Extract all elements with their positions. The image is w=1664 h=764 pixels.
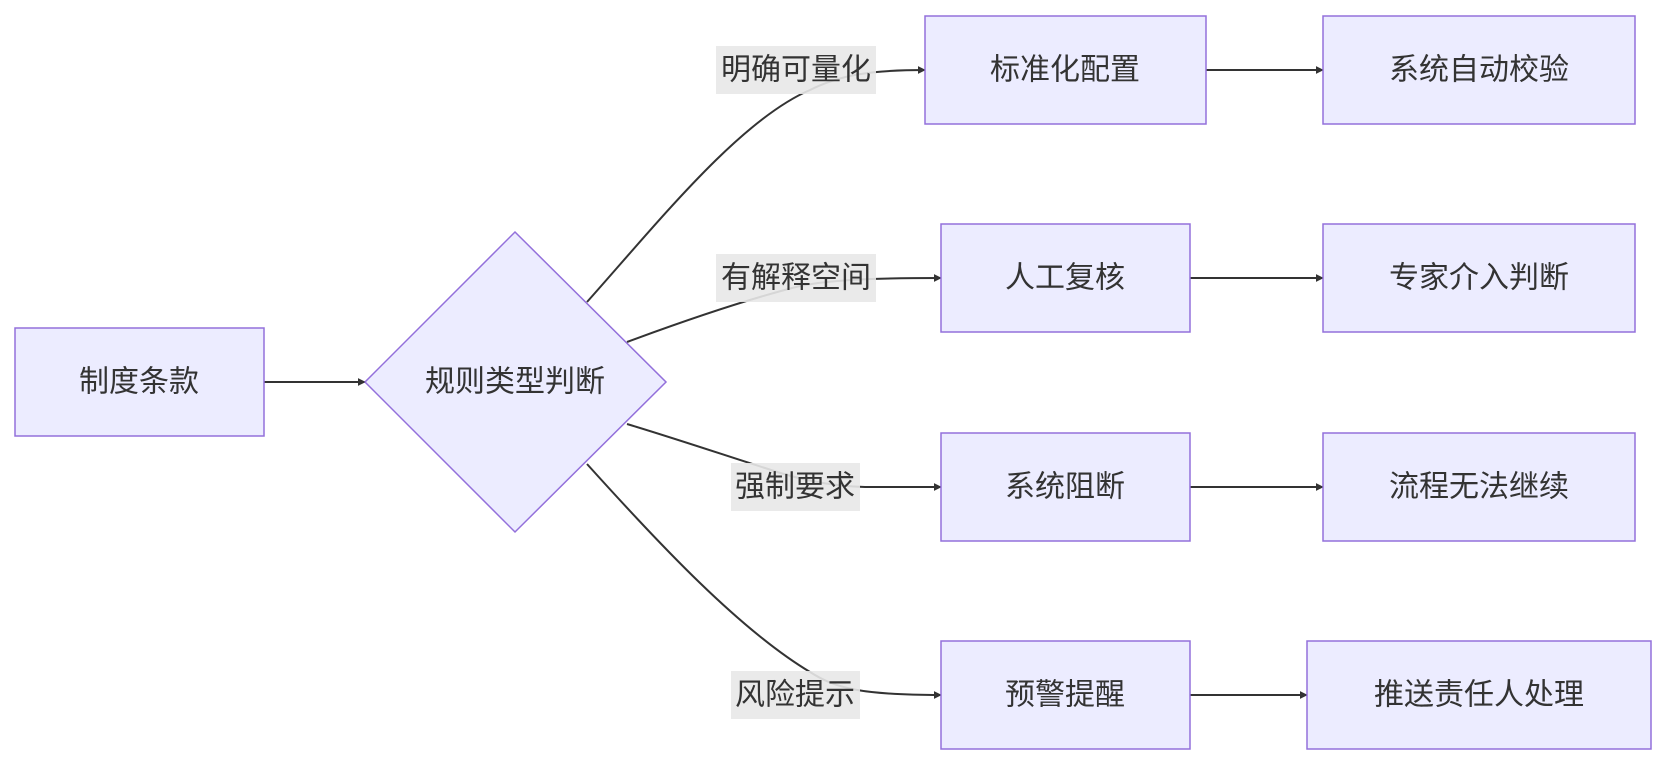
node-policy-label: 制度条款 [79, 365, 199, 400]
edge-decision-to-risk [586, 463, 942, 699]
edge-label-risk-text: 风险提示 [735, 678, 855, 713]
node-policy[interactable]: 制度条款 [14, 327, 265, 437]
node-sys-block-label: 系统阻断 [1005, 470, 1125, 505]
node-auto-check-label: 系统自动校验 [1389, 53, 1569, 88]
node-push-label: 推送责任人处理 [1374, 678, 1584, 713]
node-push[interactable]: 推送责任人处理 [1306, 640, 1652, 750]
node-expert-label: 专家介入判断 [1389, 261, 1569, 296]
edge-label-risk: 风险提示 [731, 671, 860, 719]
node-flow-stop-label: 流程无法继续 [1389, 470, 1569, 505]
edge-label-mandatory: 强制要求 [731, 463, 860, 511]
node-decision[interactable]: 规则类型判断 [363, 230, 668, 534]
node-manual-review-label: 人工复核 [1005, 261, 1125, 296]
node-manual-review[interactable]: 人工复核 [940, 223, 1191, 333]
node-auto-check[interactable]: 系统自动校验 [1322, 15, 1636, 125]
edge-label-quantifiable-text: 明确可量化 [721, 53, 871, 88]
edge-label-interpretable: 有解释空间 [716, 254, 876, 302]
edge-label-quantifiable: 明确可量化 [716, 46, 876, 94]
edge-label-mandatory-text: 强制要求 [735, 470, 855, 505]
node-decision-label: 规则类型判断 [425, 365, 605, 400]
node-expert[interactable]: 专家介入判断 [1322, 223, 1636, 333]
node-std-config[interactable]: 标准化配置 [924, 15, 1207, 125]
node-std-config-label: 标准化配置 [990, 53, 1140, 88]
node-sys-block[interactable]: 系统阻断 [940, 432, 1191, 542]
node-flow-stop[interactable]: 流程无法继续 [1322, 432, 1636, 542]
node-warning[interactable]: 预警提醒 [940, 640, 1191, 750]
edge-label-interpretable-text: 有解释空间 [721, 261, 871, 296]
node-warning-label: 预警提醒 [1005, 678, 1125, 713]
